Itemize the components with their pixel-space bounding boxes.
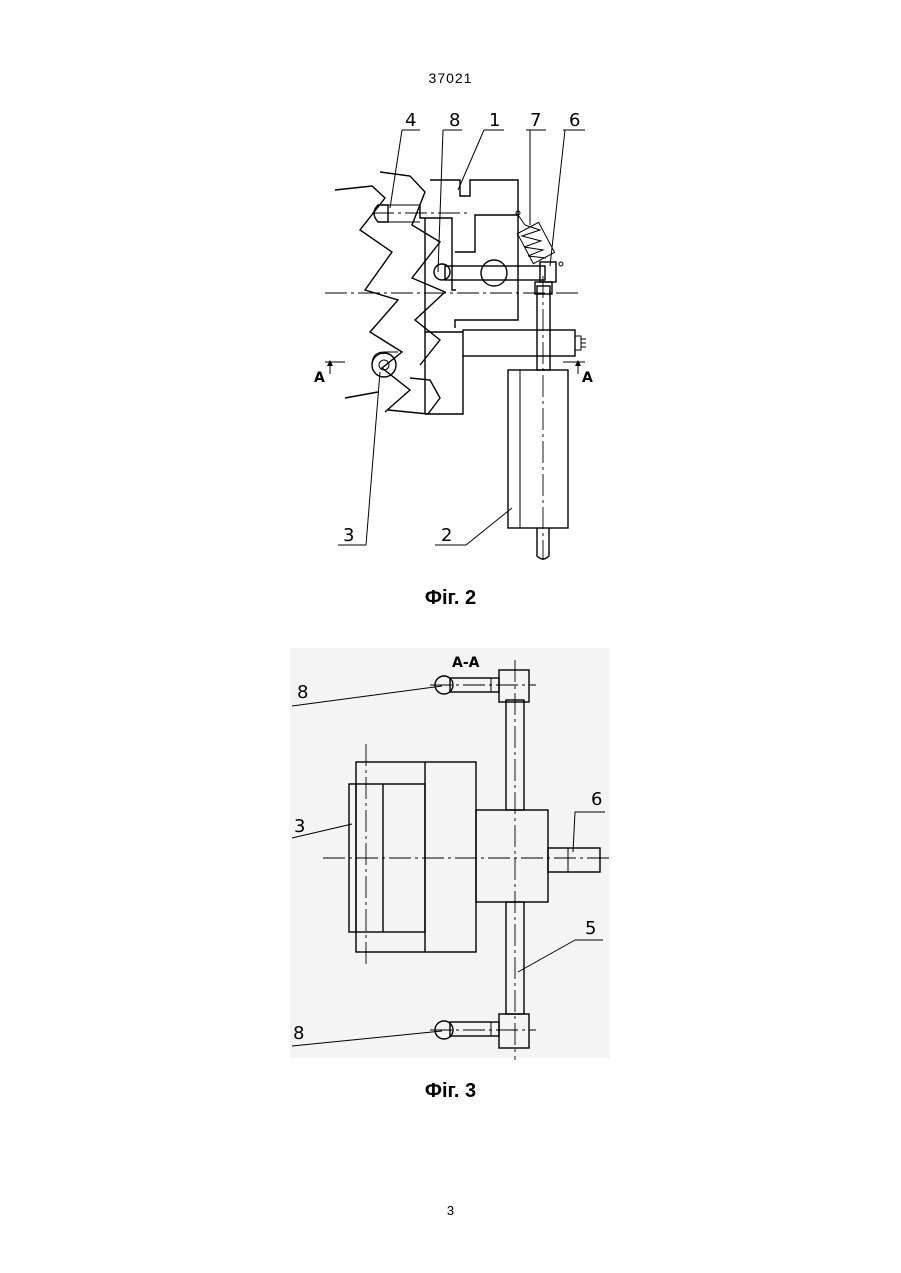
fig2-label-2: 2	[435, 508, 512, 546]
svg-text:A: A	[314, 370, 325, 386]
figure-2-caption: Фіг. 2	[0, 587, 901, 610]
fig2-roller-4	[374, 205, 420, 222]
svg-text:8: 8	[449, 110, 460, 131]
svg-text:1: 1	[489, 110, 500, 131]
page-footer-number: 3	[0, 1203, 901, 1218]
svg-text:2: 2	[441, 525, 452, 546]
svg-text:3: 3	[343, 525, 354, 546]
fig2-horizontal-rod	[434, 260, 563, 286]
fig2-spring-7	[516, 211, 555, 264]
fig2-shaft	[508, 282, 568, 559]
svg-text:8: 8	[297, 682, 308, 703]
svg-text:6: 6	[569, 110, 580, 131]
fig3-background	[290, 648, 610, 1058]
svg-text:3: 3	[294, 816, 305, 837]
figure-3-caption: Фіг. 3	[0, 1080, 901, 1103]
fig2-label-8: 8	[438, 110, 462, 272]
fig3-section-title: A-A	[452, 655, 480, 671]
fig2-label-7: 7	[526, 110, 546, 225]
svg-text:5: 5	[585, 918, 596, 939]
svg-text:4: 4	[405, 110, 416, 131]
fig2-label-1: 1	[458, 110, 504, 190]
fig2-label-3: 3	[338, 372, 380, 546]
fig2-section-marker-left: A	[314, 360, 345, 386]
svg-text:6: 6	[591, 789, 602, 810]
svg-text:A: A	[582, 370, 593, 386]
svg-text:8: 8	[293, 1023, 304, 1044]
fig2-label-6: 6	[550, 110, 585, 266]
fig2-roller-3	[372, 352, 398, 377]
fig2-body	[420, 180, 586, 414]
fig2-label-4: 4	[390, 110, 420, 208]
svg-text:7: 7	[530, 110, 541, 131]
